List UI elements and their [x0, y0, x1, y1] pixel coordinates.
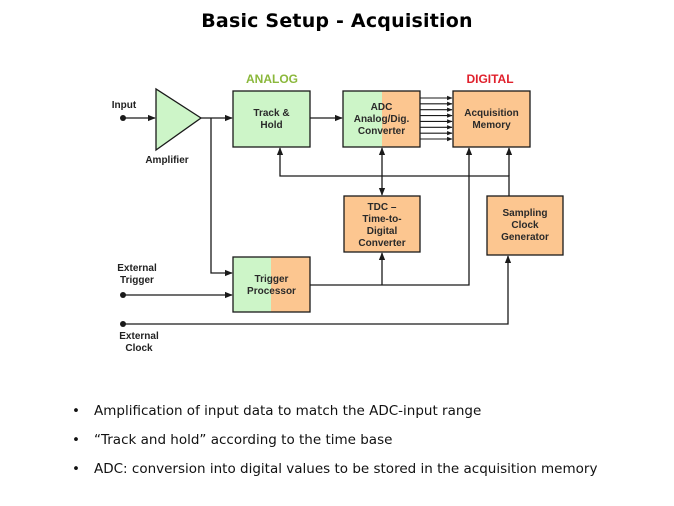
bullet-item: • Amplification of input data to match th… — [72, 400, 597, 429]
acquisition-memory-block: Acquisition Memory — [452, 90, 531, 148]
bullet-text: “Track and hold” according to the time b… — [94, 432, 393, 448]
external-clock-line — [123, 255, 512, 325]
trigger-to-memory-line — [310, 147, 473, 286]
tdc-block: TDC – Time-to- Digital Converter — [343, 195, 421, 253]
acquisition-memory-label-2: Memory — [472, 120, 511, 131]
clock-to-track-hold-line — [276, 147, 510, 196]
amplifier-triangle — [155, 87, 203, 152]
external-trigger-label-1: External — [117, 263, 157, 274]
acquisition-block-diagram: ANALOG DIGITAL Input Amplifier Track & H… — [112, 72, 564, 354]
amplifier-label: Amplifier — [145, 155, 188, 166]
adc-data-bus — [420, 95, 453, 142]
acquisition-memory-label-1: Acquisition — [464, 108, 518, 119]
slide-title: Basic Setup - Acquisition — [201, 10, 473, 32]
analog-section-label: ANALOG — [246, 72, 298, 86]
bullet-dot-icon: • — [72, 461, 80, 477]
sampling-clock-block: Sampling Clock Generator — [486, 195, 564, 256]
external-clock-label-1: External — [119, 331, 159, 342]
adc-label-1: ADC — [371, 102, 393, 113]
external-trigger-label-2: Trigger — [120, 275, 154, 286]
adc-label-3: Converter — [358, 126, 405, 137]
track-hold-label-2: Hold — [260, 120, 282, 131]
tdc-label-1: TDC – — [368, 202, 397, 213]
track-hold-block: Track & Hold — [232, 90, 311, 148]
adc-label-2: Analog/Dig. — [354, 114, 410, 125]
tdc-label-3: Digital — [367, 226, 398, 237]
bullet-text: ADC: conversion into digital values to b… — [94, 461, 598, 477]
bullet-item: • ADC: conversion into digital values to … — [72, 458, 597, 487]
trigger-processor-label-1: Trigger — [255, 274, 289, 285]
bullet-dot-icon: • — [72, 403, 80, 419]
sampling-clock-label-1: Sampling — [502, 208, 547, 219]
trigger-processor-label-2: Processor — [247, 286, 296, 297]
track-hold-label-1: Track & — [253, 108, 289, 119]
bullet-list: • Amplification of input data to match th… — [72, 400, 597, 487]
amplifier-to-trigger-line — [210, 118, 233, 277]
sampling-clock-label-2: Clock — [511, 220, 539, 231]
digital-section-label: DIGITAL — [466, 72, 513, 86]
sampling-clock-label-3: Generator — [501, 232, 549, 243]
adc-block: ADC Analog/Dig. Converter — [342, 90, 421, 148]
trigger-processor-block: Trigger Processor — [232, 256, 311, 313]
tdc-label-4: Converter — [358, 238, 405, 249]
bullet-item: • “Track and hold” according to the time … — [72, 429, 597, 458]
input-label: Input — [112, 100, 137, 111]
external-clock-label-2: Clock — [125, 343, 153, 354]
bullet-dot-icon: • — [72, 432, 80, 448]
tdc-label-2: Time-to- — [362, 214, 401, 225]
bullet-text: Amplification of input data to match the… — [94, 403, 482, 419]
